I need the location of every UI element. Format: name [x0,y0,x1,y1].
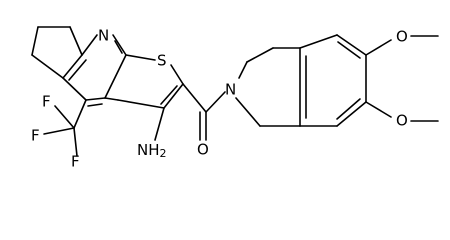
pyridine-nitrogen-label: N [98,27,109,45]
bond [238,61,248,79]
bond [246,47,274,63]
bond [73,99,87,129]
fluorine-left-label: F [31,127,40,145]
bond [117,99,165,109]
bond [163,83,184,109]
bond [182,83,207,113]
chemical-structure-diagram: N S O N NH2 F F F O O [31,26,439,171]
fluorine-bottom-label: F [71,153,80,171]
bond [336,98,361,120]
bond [73,127,78,157]
bond [31,26,39,56]
amine-subscript: 2 [160,147,167,160]
bond [81,34,98,56]
bond [104,97,119,101]
bond-lines [31,26,439,157]
bond [68,59,87,81]
amine-label: NH2 [137,141,167,161]
bond [85,97,106,101]
bond [235,97,261,127]
bond [336,101,367,127]
carbonyl-oxygen-label: O [197,141,209,159]
bond [62,77,87,101]
bond [154,107,165,141]
thiophene-sulfur-label: S [157,52,167,70]
bond [337,41,361,59]
atom-labels: N S O N NH2 F F F O O [31,27,408,171]
bond [125,54,156,61]
methoxy-oxygen-upper-label: O [396,28,408,46]
bond [87,103,103,107]
bond [160,85,178,105]
bond [43,127,75,135]
bond [336,34,367,56]
bond [69,26,83,56]
bond [112,34,127,56]
bond [365,101,392,118]
fluorine-top-label: F [42,93,51,111]
bond [205,91,226,113]
bond [62,54,83,79]
amide-nitrogen-label: N [225,81,236,99]
bond [170,64,184,85]
methoxy-oxygen-lower-label: O [396,112,408,130]
bond [114,40,123,54]
bond [299,34,338,49]
amine-symbol: NH [137,141,160,159]
bond [31,54,64,79]
bond [104,54,127,99]
bond [365,39,392,56]
bond [54,105,75,129]
